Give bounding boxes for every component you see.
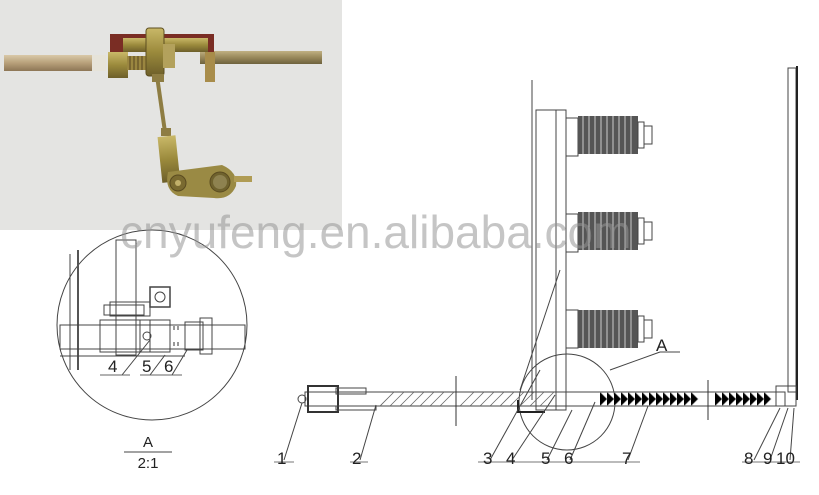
callout-2: 2 bbox=[352, 449, 362, 468]
detail-view-scale: 2:1 bbox=[137, 455, 159, 472]
callout-3: 3 bbox=[483, 449, 493, 468]
callout-6: 6 bbox=[564, 449, 574, 468]
callout-10: 10 bbox=[776, 449, 795, 468]
insulator-group bbox=[578, 116, 653, 348]
callout-1: 1 bbox=[277, 449, 287, 468]
callout-8: 8 bbox=[744, 449, 754, 468]
callout-5: 5 bbox=[541, 449, 551, 468]
callout-9: 9 bbox=[763, 449, 773, 468]
detail-callout-4: 4 bbox=[108, 357, 118, 376]
product-photo bbox=[0, 0, 342, 230]
detail-view-label: A bbox=[142, 434, 153, 451]
mechanism-photo-illustration bbox=[4, 27, 322, 199]
detail-callout-5: 5 bbox=[142, 357, 152, 376]
watermark-text: cnyufeng.en.alibaba.com bbox=[120, 206, 632, 258]
callout-4: 4 bbox=[506, 449, 516, 468]
callout-7: 7 bbox=[622, 449, 632, 468]
detail-callout-6: 6 bbox=[164, 357, 174, 376]
detail-circle-a bbox=[56, 229, 248, 421]
section-marker-a: A bbox=[656, 336, 668, 355]
